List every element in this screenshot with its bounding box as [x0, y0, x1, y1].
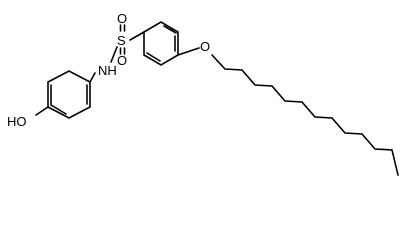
- oxygen-bottom-label: O: [117, 53, 127, 68]
- benzene-ring-upper: [143, 21, 179, 66]
- nitrogen-label: NH: [98, 63, 117, 78]
- sulfur-label: S: [117, 33, 126, 48]
- ring-hydroxyl-bond: [35, 106, 49, 116]
- molecule-structure: O S O NH O HO: [7, 11, 399, 176]
- ring-ether-bond: [177, 47, 200, 56]
- hydroxyl-label: HO: [7, 114, 27, 129]
- ether-oxygen-label: O: [200, 39, 210, 54]
- nh-ring-bond: [89, 72, 96, 83]
- sulfonyl-bonds: [110, 24, 145, 63]
- oxygen-top-label: O: [117, 11, 127, 26]
- dodecyl-chain: [211, 54, 399, 176]
- benzene-ring-lower: [47, 70, 91, 119]
